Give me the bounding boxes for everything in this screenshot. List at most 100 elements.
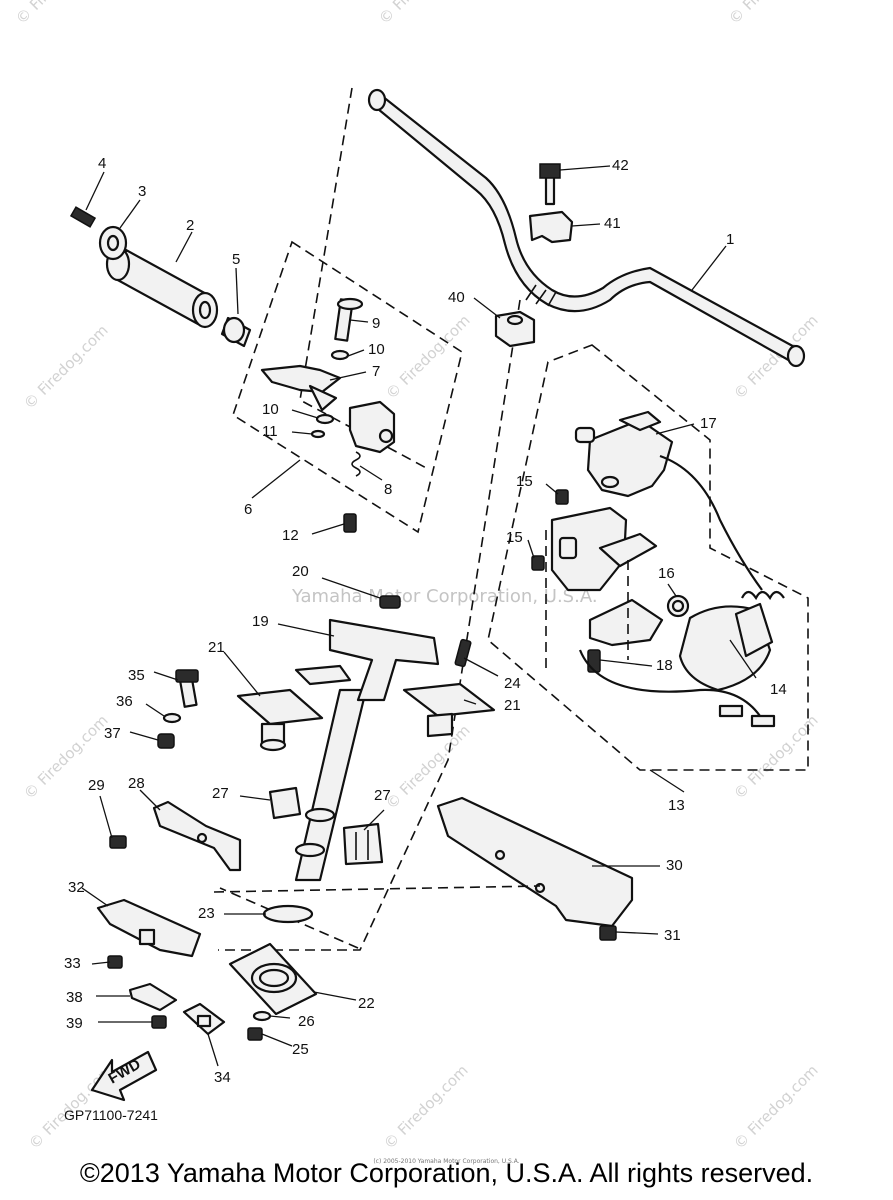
handlebar — [367, 88, 806, 368]
callout-42: 42 — [612, 157, 629, 174]
callout-24: 24 — [504, 675, 521, 692]
lever-spring — [351, 451, 361, 477]
washer — [252, 1010, 272, 1022]
lever-screw — [343, 513, 357, 533]
callout-13: 13 — [668, 797, 685, 814]
callout-28: 28 — [128, 775, 145, 792]
collar — [220, 316, 252, 348]
connector — [750, 714, 776, 728]
nut — [157, 733, 175, 749]
washer — [330, 349, 350, 361]
callout-16: 16 — [658, 565, 675, 582]
callout-31: 31 — [664, 927, 681, 944]
leader-lines — [81, 165, 757, 1067]
callout-15: 15 — [516, 473, 533, 490]
callout-6: 6 — [244, 501, 252, 518]
callout-3: 3 — [138, 183, 146, 200]
callout-32: 32 — [68, 879, 85, 896]
callout-19: 19 — [252, 613, 269, 630]
callout-39: 39 — [66, 1015, 83, 1032]
holder-bolt — [539, 163, 561, 206]
circlip — [310, 429, 326, 439]
steering-plate — [379, 595, 401, 609]
callout-36: 36 — [116, 693, 133, 710]
mounting-bracket — [436, 796, 634, 928]
watermark: © Firedog.com — [725, 0, 817, 28]
callout-10: 10 — [262, 401, 279, 418]
rail-bolt — [599, 925, 617, 941]
callout-27: 27 — [212, 785, 229, 802]
callout-33: 33 — [64, 955, 81, 972]
base-plate — [228, 942, 318, 1016]
callout-4: 4 — [98, 155, 106, 172]
callout-41: 41 — [604, 215, 621, 232]
callout-labels: 1 2 3 4 5 6 7 8 9 10 10 11 12 13 14 15 1… — [64, 155, 787, 1123]
callout-1: 1 — [726, 231, 734, 248]
callout-35: 35 — [128, 667, 145, 684]
damper — [342, 822, 384, 866]
lower-handlebar-holder — [494, 310, 536, 348]
switch-wire — [578, 649, 761, 717]
reference-line — [213, 885, 541, 893]
damper — [268, 786, 302, 820]
washer — [315, 413, 335, 425]
callout-29: 29 — [88, 777, 105, 794]
callout-37: 37 — [104, 725, 121, 742]
column-bolt — [454, 638, 472, 668]
callout-8: 8 — [384, 481, 392, 498]
callout-23: 23 — [198, 905, 215, 922]
watermark: © Firedog.com — [20, 321, 112, 413]
stay-bracket — [96, 898, 202, 958]
callout-11: 11 — [262, 423, 278, 440]
watermark: © Firedog.com — [12, 0, 104, 28]
callout-22: 22 — [358, 995, 375, 1012]
handlebar-grip — [105, 246, 219, 329]
switch-housing — [586, 410, 674, 498]
steering-holder — [236, 688, 324, 752]
switch-bolt — [587, 649, 601, 673]
callout-10: 10 — [368, 341, 385, 358]
callout-34: 34 — [214, 1069, 231, 1086]
callout-9: 9 — [372, 315, 380, 332]
washer — [162, 712, 182, 724]
callout-17: 17 — [700, 415, 717, 432]
clip — [128, 982, 178, 1012]
callout-40: 40 — [448, 289, 465, 306]
callout-38: 38 — [66, 989, 83, 1006]
steering-holder — [402, 682, 496, 738]
callout-21: 21 — [208, 639, 225, 656]
callout-18: 18 — [656, 657, 673, 674]
lever-assembly-box — [232, 240, 463, 534]
callout-7: 7 — [372, 363, 380, 380]
switch-cap — [574, 426, 596, 444]
bracket-boundary — [219, 887, 359, 949]
callout-27: 27 — [374, 787, 391, 804]
copyright-footer: ©2013 Yamaha Motor Corporation, U.S.A. A… — [79, 1158, 814, 1188]
lever-pin — [334, 297, 364, 342]
switch-spring — [666, 594, 690, 618]
watermark: © Firedog.com — [382, 311, 474, 403]
callout-2: 2 — [186, 217, 194, 234]
watermark-layer: © Firedog.com © Firedog.com © Firedog.co… — [12, 0, 822, 1153]
clamp — [182, 1002, 226, 1036]
fwd-arrow: FWD — [90, 1050, 158, 1102]
watermark: © Firedog.com — [730, 1061, 822, 1153]
switch-screw — [531, 555, 545, 571]
switch-body — [550, 506, 664, 647]
diagram-code: GP71100-7241 — [64, 1107, 158, 1123]
bolt — [175, 669, 199, 708]
switch-wire — [659, 454, 763, 591]
small-credit: (c) 2005-2010 Yamaha Motor Corporation, … — [373, 1158, 520, 1165]
steering-column-boundary — [218, 299, 521, 951]
column-bracket — [152, 800, 242, 872]
bolt — [107, 955, 123, 969]
watermark-center: Yamaha Motor Corporation, U.S.A. — [291, 586, 598, 607]
watermark: © Firedog.com — [380, 1061, 472, 1153]
callout-12: 12 — [282, 527, 299, 544]
throttle-lever — [260, 364, 396, 454]
callout-25: 25 — [292, 1041, 309, 1058]
switch-screw — [555, 489, 569, 505]
callout-30: 30 — [666, 857, 683, 874]
clamp-band — [262, 904, 314, 924]
